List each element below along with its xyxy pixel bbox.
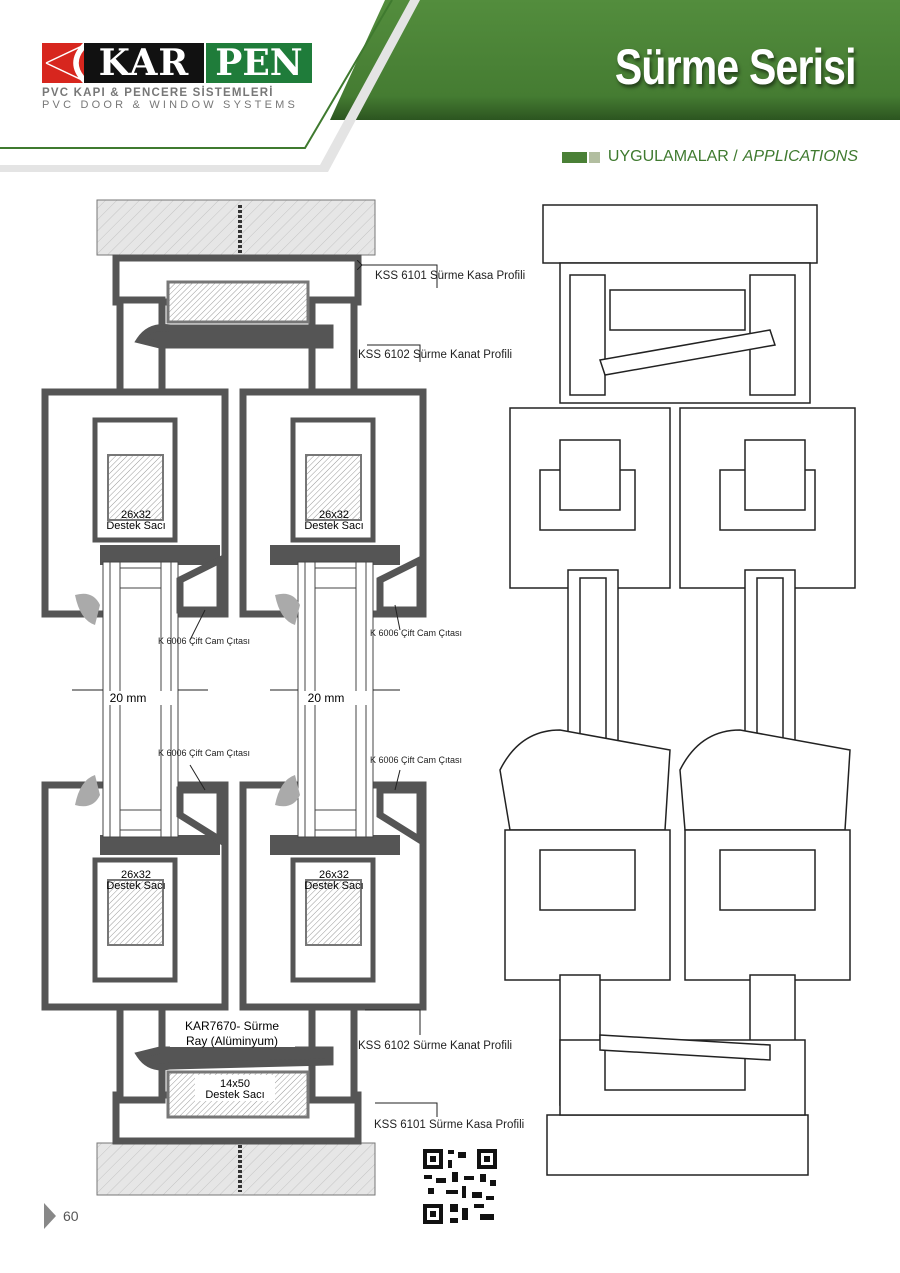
glass-beads bbox=[176, 554, 424, 847]
gaskets bbox=[75, 593, 300, 807]
wall-top bbox=[96, 199, 376, 256]
header-background bbox=[0, 0, 900, 172]
destek-size-label: 26x32 bbox=[121, 869, 151, 881]
frame-profile-bottom bbox=[112, 971, 362, 1145]
section-heading: UYGULAMALAR / APPLICATIONS bbox=[561, 148, 858, 166]
logo-kar: KAR bbox=[84, 43, 204, 83]
label-kasa-bottom: KSS 6101 Sürme Kasa Profili bbox=[374, 1119, 524, 1131]
wall-bottom bbox=[96, 1142, 376, 1196]
header: KAR PEN PVC KAPI & PENCERE SİSTEMLERİ PV… bbox=[0, 0, 900, 175]
glass-dimension-left: 20 mm bbox=[110, 691, 147, 705]
label-kanat-bottom: KSS 6102 Sürme Kanat Profili bbox=[358, 1040, 512, 1052]
rail-label-line2: Ray (Alüminyum) bbox=[186, 1034, 278, 1048]
page-title: Sürme Serisi bbox=[615, 39, 857, 95]
section-title-tr: UYGULAMALAR / bbox=[607, 148, 738, 165]
destek-name-label: Destek Sacı bbox=[106, 880, 165, 892]
page-number-text: 60 bbox=[63, 1208, 79, 1224]
label-kasa-top: KSS 6101 Sürme Kasa Profili bbox=[375, 270, 525, 282]
label-cam-citasi: K 6006 Çift Cam Çıtası bbox=[158, 748, 250, 758]
destek-size-label: 26x32 bbox=[319, 869, 349, 881]
logo-emblem-icon bbox=[42, 41, 85, 85]
label-cam-citasi: K 6006 Çift Cam Çıtası bbox=[370, 628, 462, 638]
section-title-en: APPLICATIONS bbox=[742, 148, 858, 165]
logo-pen: PEN bbox=[206, 43, 312, 83]
logo-subtitle-tr: PVC KAPI & PENCERE SİSTEMLERİ bbox=[42, 87, 274, 99]
qr-code bbox=[422, 1148, 498, 1225]
callout-lines bbox=[189, 265, 438, 1117]
destek-14x50-size-label: 14x50 bbox=[220, 1078, 250, 1090]
destek-size-label: 26x32 bbox=[319, 509, 349, 521]
destek-size-label: 26x32 bbox=[121, 509, 151, 521]
section-marker-light-icon bbox=[588, 151, 600, 163]
glass-dimension-right: 20 mm bbox=[308, 691, 345, 705]
destek-name-label: Destek Sacı bbox=[304, 880, 363, 892]
section-drawing-left: 20 mm 20 mm 26x32 Destek Sacı 26x32 Dest… bbox=[41, 199, 525, 1196]
logo-subtitle-en: PVC DOOR & WINDOW SYSTEMS bbox=[42, 99, 299, 111]
label-cam-citasi: K 6006 Çift Cam Çıtası bbox=[370, 755, 462, 765]
label-kanat-top: KSS 6102 Sürme Kanat Profili bbox=[358, 349, 512, 361]
page-number: 60 bbox=[44, 1203, 79, 1229]
karpen-logo: KAR PEN PVC KAPI & PENCERE SİSTEMLERİ PV… bbox=[42, 41, 312, 111]
section-drawing-right bbox=[499, 204, 856, 1176]
section-marker-icon bbox=[561, 151, 587, 163]
destek-name-label: Destek Sacı bbox=[106, 520, 165, 532]
page-marker-triangle-icon bbox=[44, 1203, 56, 1229]
destek-14x50-name-label: Destek Sacı bbox=[205, 1089, 264, 1101]
rail-label-line1: KAR7670- Sürme bbox=[185, 1019, 279, 1033]
destek-name-label: Destek Sacı bbox=[304, 520, 363, 532]
label-cam-citasi: K 6006 Çift Cam Çıtası bbox=[158, 636, 250, 646]
